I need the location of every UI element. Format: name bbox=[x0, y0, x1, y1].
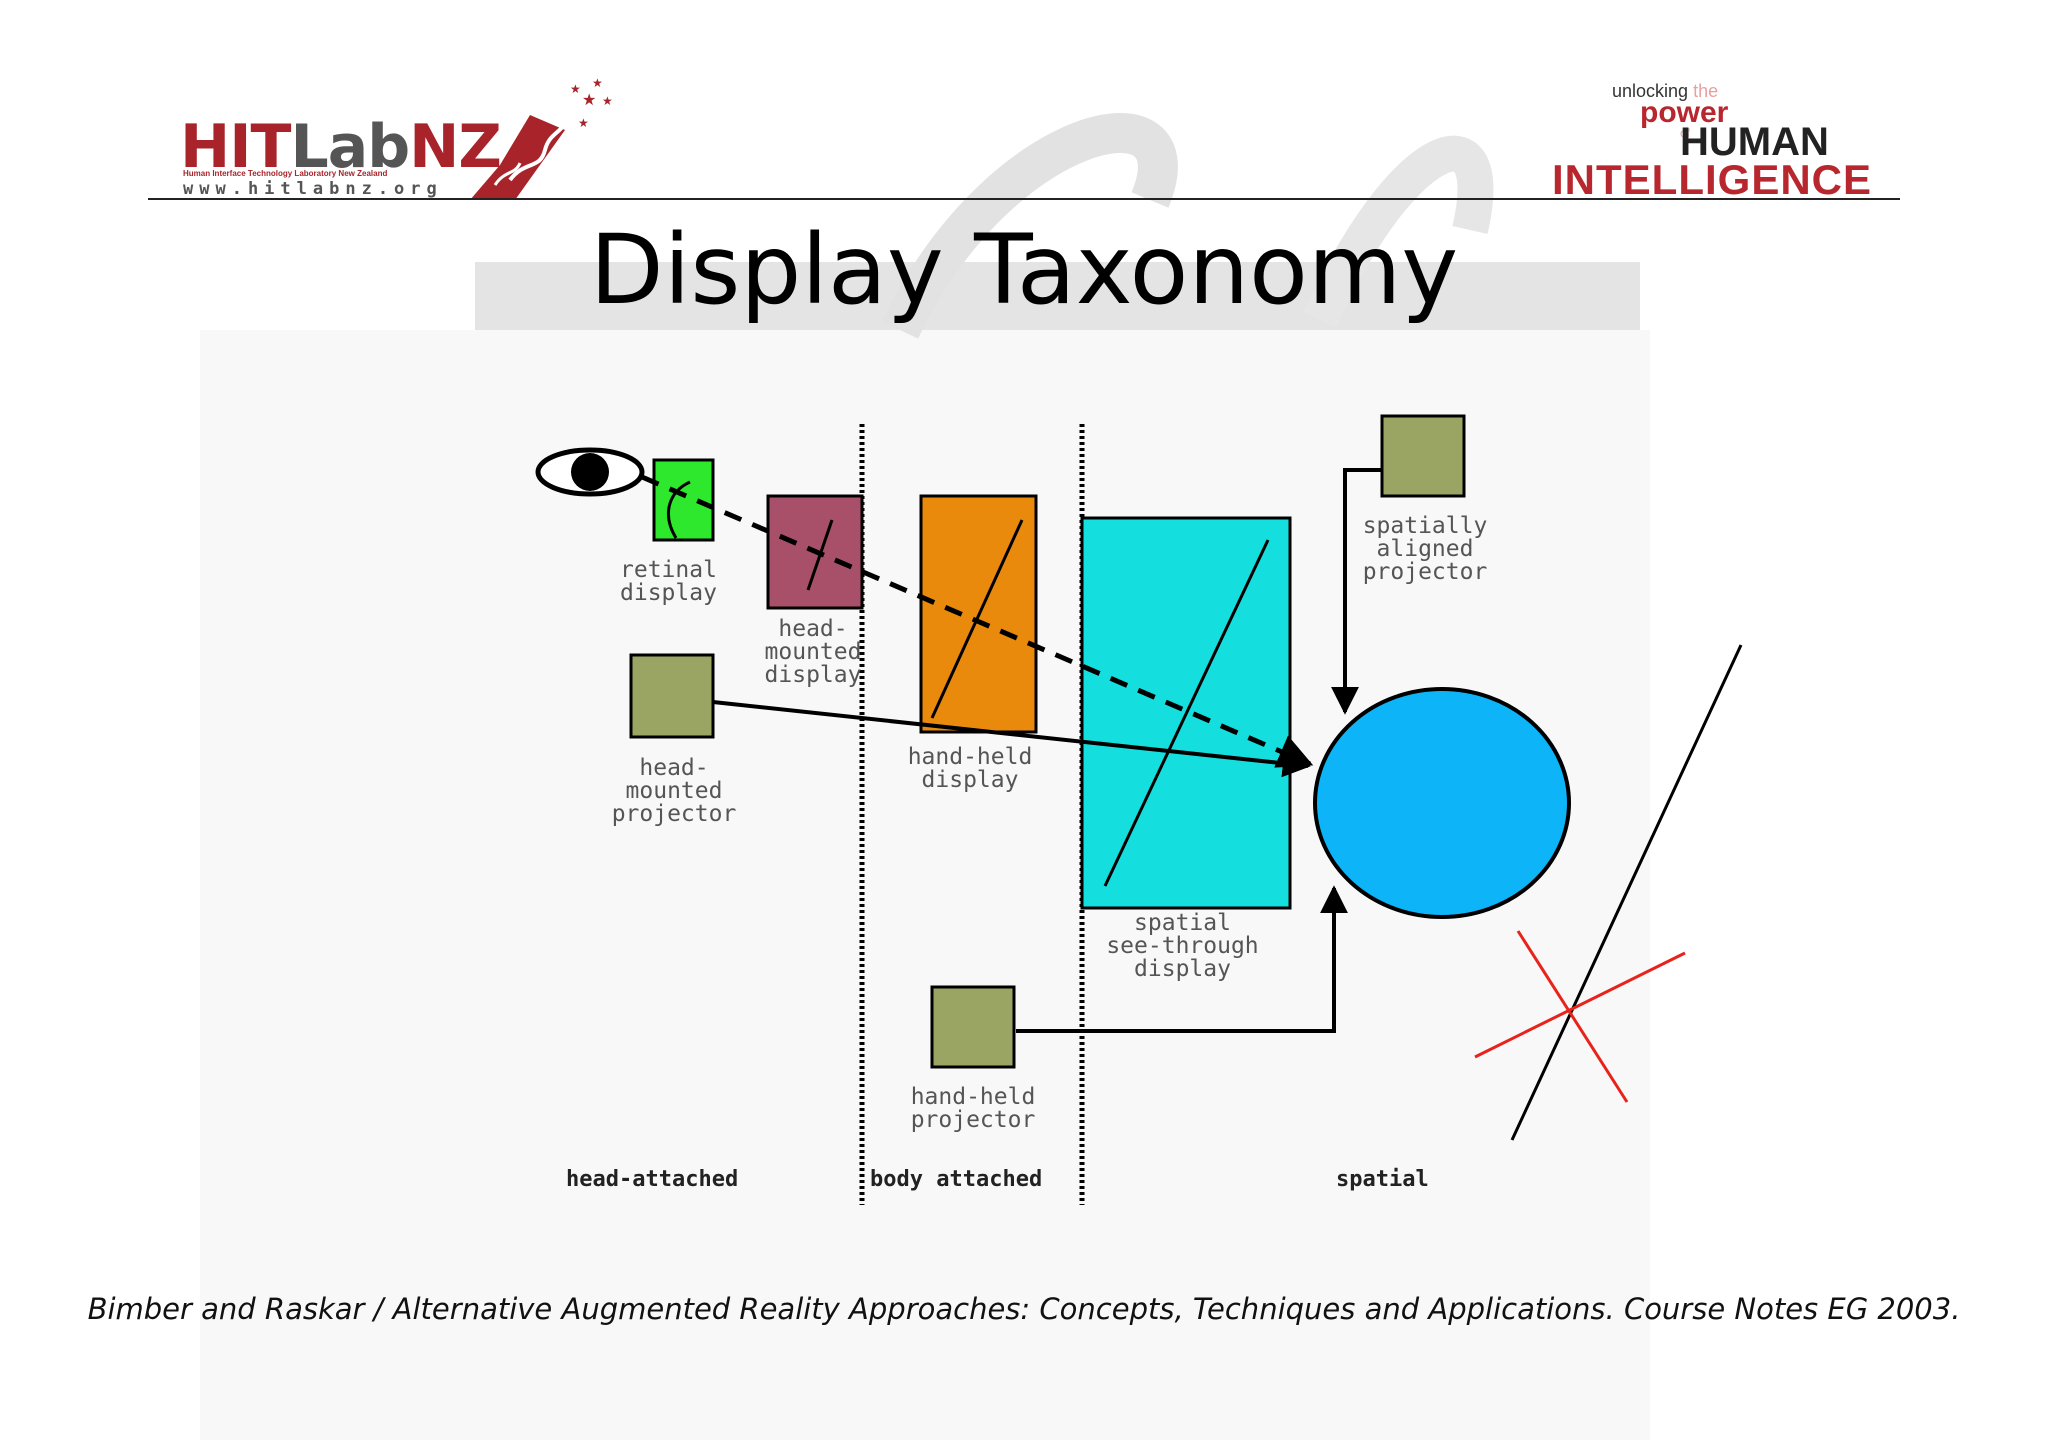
label-line: projector bbox=[1362, 559, 1488, 585]
eye-icon bbox=[535, 447, 645, 497]
spatial-plane-line bbox=[1510, 644, 1743, 1141]
svg-text:★: ★ bbox=[570, 82, 581, 96]
label-line: spatially bbox=[1362, 513, 1488, 539]
header-divider bbox=[148, 198, 1900, 200]
logo-text-hit: HIT bbox=[180, 112, 291, 182]
label-line: display bbox=[1134, 956, 1231, 982]
logo-text-nz: NZ bbox=[409, 112, 502, 182]
label-spatial-see-through-display: spatial see-through display bbox=[1090, 912, 1275, 981]
red-marker-line-2 bbox=[1516, 930, 1629, 1103]
label-head-mounted-display: head- mounted display bbox=[758, 618, 868, 687]
hitlabnz-logo: HITLabNZ Human Interface Technology Labo… bbox=[170, 75, 620, 205]
logo-url: www.hitlabnz.org bbox=[183, 179, 443, 199]
projector-ray bbox=[712, 700, 1311, 778]
retinal-lens-icon bbox=[667, 480, 691, 539]
tagline-the: the bbox=[1693, 81, 1719, 101]
label-line: display bbox=[620, 580, 717, 606]
spatial-projector-arrow bbox=[1331, 468, 1382, 715]
label-line: spatial bbox=[1134, 910, 1231, 936]
label-line: mounted bbox=[764, 639, 862, 665]
logo-tagline-line1: unlocking the bbox=[1612, 81, 1718, 102]
tagline-unlocking: unlocking bbox=[1612, 81, 1689, 101]
slide-citation: Bimber and Raskar / Alternative Augmente… bbox=[87, 1292, 1961, 1326]
label-retinal-display: retinal display bbox=[620, 559, 717, 605]
region-label-head-attached: head-attached bbox=[566, 1167, 739, 1192]
real-object-circle bbox=[1313, 687, 1571, 919]
label-line: projector bbox=[910, 1107, 1036, 1133]
label-line: hand-held bbox=[910, 1084, 1036, 1110]
label-line: aligned bbox=[1376, 536, 1474, 562]
logo-mark-icon: ★ ★ ★ ★ ★ bbox=[470, 76, 613, 200]
label-line: mounted bbox=[625, 778, 723, 804]
logo-tagline-line2: power bbox=[1640, 96, 1728, 130]
label-hand-held-display: hand-held display bbox=[890, 746, 1050, 792]
logo-text-lab: Lab bbox=[290, 112, 410, 182]
logo-subtitle: Human Interface Technology Laboratory Ne… bbox=[183, 169, 388, 178]
label-line: display bbox=[921, 767, 1019, 793]
hitlabnz-brand: HITLabNZ bbox=[180, 117, 502, 177]
region-label-spatial: spatial bbox=[1336, 1167, 1429, 1192]
slide-title: Display Taxonomy bbox=[589, 214, 1459, 326]
label-line: see-through bbox=[1106, 933, 1259, 959]
head-mounted-projector-box bbox=[629, 653, 715, 739]
region-label-body-attached: body attached bbox=[870, 1167, 1043, 1192]
unlocking-human-intelligence-logo: unlocking the power of HUMAN INTELLIGENC… bbox=[1540, 78, 1890, 203]
see-through-optic-line bbox=[1103, 539, 1270, 887]
hand-held-projector-arrow bbox=[1016, 885, 1348, 1033]
retinal-display-box bbox=[652, 458, 715, 542]
tagline-human: HUMAN bbox=[1680, 120, 1829, 164]
label-line: projector bbox=[611, 801, 737, 827]
label-spatially-aligned-projector: spatially aligned projector bbox=[1345, 515, 1505, 584]
svg-text:★: ★ bbox=[592, 76, 603, 90]
tagline-power: power bbox=[1640, 96, 1729, 129]
label-line: head- bbox=[778, 616, 848, 642]
tagline-of: of bbox=[1680, 126, 1691, 140]
label-line: display bbox=[764, 662, 862, 688]
tagline-intelligence: INTELLIGENCE bbox=[1552, 156, 1873, 203]
svg-text:★: ★ bbox=[582, 92, 596, 109]
hand-held-projector-box bbox=[930, 985, 1016, 1069]
label-line: hand-held bbox=[907, 744, 1033, 770]
svg-text:★: ★ bbox=[578, 116, 589, 130]
label-line: retinal bbox=[620, 557, 717, 583]
label-head-mounted-projector: head- mounted projector bbox=[594, 757, 754, 826]
eye-ray-dashed bbox=[641, 474, 1314, 768]
red-marker-line-1 bbox=[1474, 951, 1686, 1059]
svg-text:★: ★ bbox=[602, 94, 613, 108]
spatially-aligned-projector-box bbox=[1380, 414, 1466, 498]
label-line: head- bbox=[639, 755, 709, 781]
label-hand-held-projector: hand-held projector bbox=[893, 1086, 1053, 1132]
